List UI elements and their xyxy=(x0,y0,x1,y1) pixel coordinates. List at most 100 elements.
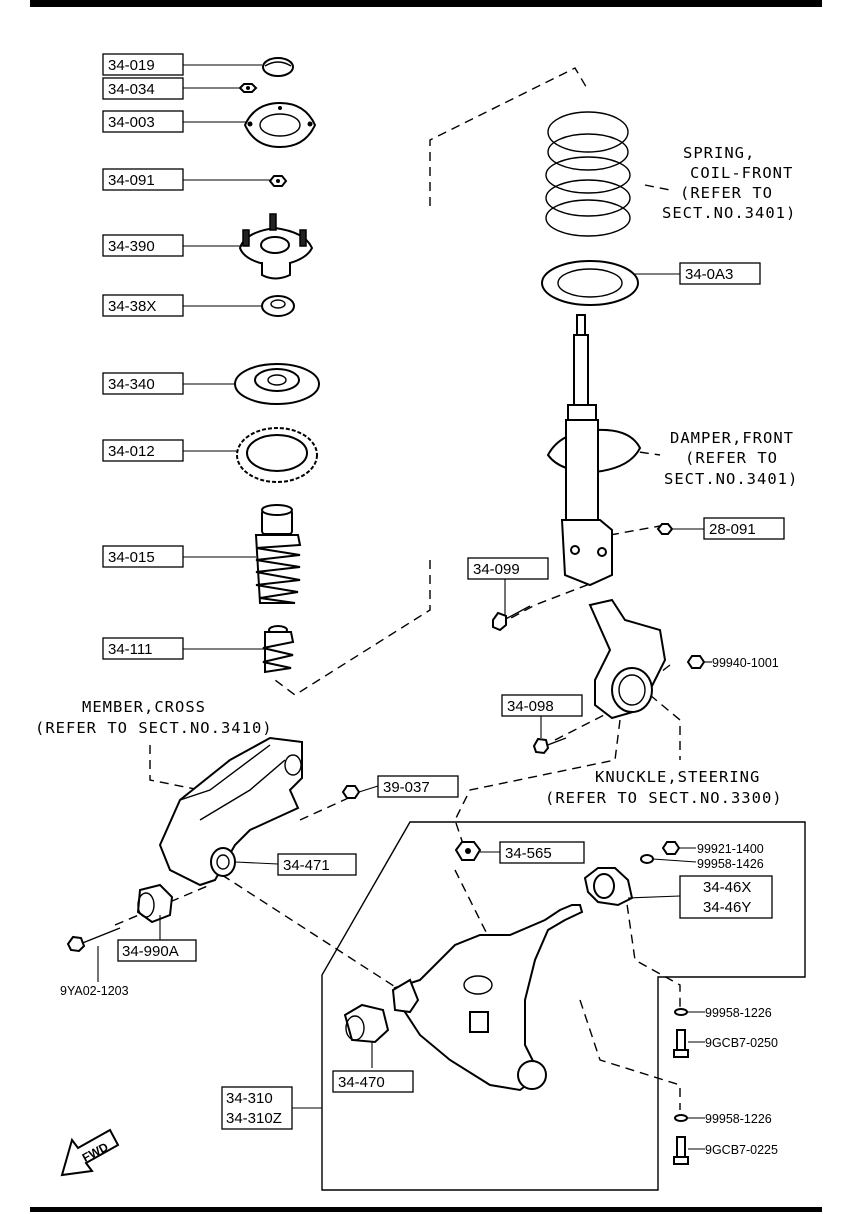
part-number: 34-340 xyxy=(108,376,155,393)
guide-line-knuckle-ref xyxy=(649,694,681,760)
cross-member-part xyxy=(158,736,303,887)
callout-9gcb7-0250: 9GCB7-0250 xyxy=(705,1036,778,1050)
bolt-part xyxy=(66,927,121,953)
dust-boot-part xyxy=(254,504,302,604)
note-line: SECT.NO.3401) xyxy=(664,470,798,488)
part-number: 34-091 xyxy=(108,172,155,189)
part-number: 39-037 xyxy=(383,779,430,796)
spring-seat-part xyxy=(234,363,320,405)
part-number: 34-310 xyxy=(226,1090,273,1107)
callout-99958-1226-b: 99958-1226 xyxy=(705,1112,772,1126)
nut-part xyxy=(238,83,258,93)
note-line: DAMPER,FRONT xyxy=(670,429,794,447)
part-number: 9YA02-1203 xyxy=(60,984,129,998)
guide-line-nut-damper xyxy=(609,525,661,536)
bottom-border xyxy=(30,1207,822,1212)
bushing-part xyxy=(343,1003,390,1044)
callout-34-0a3: 34-0A3 xyxy=(679,262,761,285)
part-number: 34-012 xyxy=(108,443,155,460)
callout-34-015: 34-015 xyxy=(102,545,184,568)
callout-34-990a: 34-990A xyxy=(117,939,197,962)
lower-arm-group-frame xyxy=(321,821,806,1191)
rear-bushing-part xyxy=(583,867,634,907)
bolt-part xyxy=(492,605,531,632)
guide-line-strut-top xyxy=(429,67,589,206)
guide-line-knuckle-arm xyxy=(454,719,621,851)
callout-34-098: 34-098 xyxy=(501,694,583,717)
part-number: 34-471 xyxy=(283,857,330,874)
part-number: 34-46Y xyxy=(703,899,751,916)
callout-34-012: 34-012 xyxy=(102,439,184,462)
callout-34-340: 34-340 xyxy=(102,372,184,395)
part-number: 34-003 xyxy=(108,114,155,131)
bolt-part xyxy=(673,1029,689,1058)
note-line: SPRING, xyxy=(683,144,755,162)
callout-34-390: 34-390 xyxy=(102,234,184,257)
callout-34-034: 34-034 xyxy=(102,77,184,100)
guide-line-bracket-lower xyxy=(579,999,681,1110)
callout-34-019: 34-019 xyxy=(102,53,184,76)
note-line: COIL-FRONT xyxy=(690,164,793,182)
nut-part xyxy=(656,523,674,535)
bolt-part xyxy=(532,737,567,755)
part-number: 34-019 xyxy=(108,57,155,74)
ball-joint-nut-part xyxy=(454,841,482,861)
note-spring: SPRING, COIL-FRONT (REFER TO SECT.NO.340… xyxy=(662,144,796,222)
callout-34-310: 34-310 34-310Z xyxy=(221,1086,293,1130)
part-number: 34-310Z xyxy=(226,1110,282,1127)
part-number: 99958-1226 xyxy=(705,1112,772,1126)
part-number: 28-091 xyxy=(709,521,756,538)
nut-part xyxy=(268,175,288,187)
part-number: 9GCB7-0225 xyxy=(705,1143,778,1157)
callout-9ya02-1203: 9YA02-1203 xyxy=(60,984,129,998)
part-number: 34-470 xyxy=(338,1074,385,1091)
insulator-ring-part xyxy=(236,427,318,483)
note-line: (REFER TO xyxy=(685,449,778,467)
callout-99958-1226-a: 99958-1226 xyxy=(705,1006,772,1020)
note-line: (REFER TO xyxy=(680,184,773,202)
lower-arm-part xyxy=(391,904,584,1092)
bushing-part xyxy=(261,295,295,317)
callout-34-091: 34-091 xyxy=(102,168,184,191)
part-number: 34-099 xyxy=(473,561,520,578)
coil-spring-part xyxy=(545,111,631,237)
callout-9gcb7-0225: 9GCB7-0225 xyxy=(705,1143,778,1157)
note-line: SECT.NO.3401) xyxy=(662,204,796,222)
note-damper: DAMPER,FRONT (REFER TO SECT.NO.3401) xyxy=(664,429,798,488)
part-number: 99958-1426 xyxy=(697,857,764,871)
part-number: 99958-1226 xyxy=(705,1006,772,1020)
spring-seat-lower-part xyxy=(541,260,639,306)
part-number: 34-565 xyxy=(505,845,552,862)
bolt-part xyxy=(673,1136,689,1165)
guide-line-nut-member xyxy=(299,794,356,821)
part-number: 34-015 xyxy=(108,549,155,566)
part-number: 99940-1001 xyxy=(712,656,779,670)
bushing-part xyxy=(136,883,174,924)
strut-mount-part xyxy=(238,213,314,280)
callout-99940-1001: 99940-1001 xyxy=(712,656,779,670)
note-cross-member: MEMBER,CROSS (REFER TO SECT.NO.3410) xyxy=(35,698,272,737)
damper-part xyxy=(546,314,642,587)
callout-99921-1400: 99921-1400 xyxy=(697,842,764,856)
part-number: 34-034 xyxy=(108,81,155,98)
part-number: 34-111 xyxy=(108,641,152,658)
callout-34-565: 34-565 xyxy=(499,841,585,864)
part-number: 34-390 xyxy=(108,238,155,255)
part-number: 34-0A3 xyxy=(685,266,733,283)
steering-knuckle-part xyxy=(588,598,667,720)
nut-part xyxy=(686,655,706,669)
part-number: 34-46X xyxy=(703,879,751,896)
callout-34-46x-46y: 34-46X 34-46Y xyxy=(679,875,773,919)
nut-part xyxy=(661,841,681,855)
cap-part xyxy=(262,57,294,77)
part-number: 34-098 xyxy=(507,698,554,715)
part-number: 99921-1400 xyxy=(697,842,764,856)
fwd-arrow-icon: FWD xyxy=(60,1128,120,1177)
bump-stop-part xyxy=(262,625,295,674)
callout-34-099: 34-099 xyxy=(467,557,549,580)
washer-part xyxy=(674,1008,688,1016)
note-line: MEMBER,CROSS xyxy=(82,698,206,716)
gasket-part xyxy=(243,101,317,149)
note-line: (REFER TO SECT.NO.3300) xyxy=(545,789,783,807)
